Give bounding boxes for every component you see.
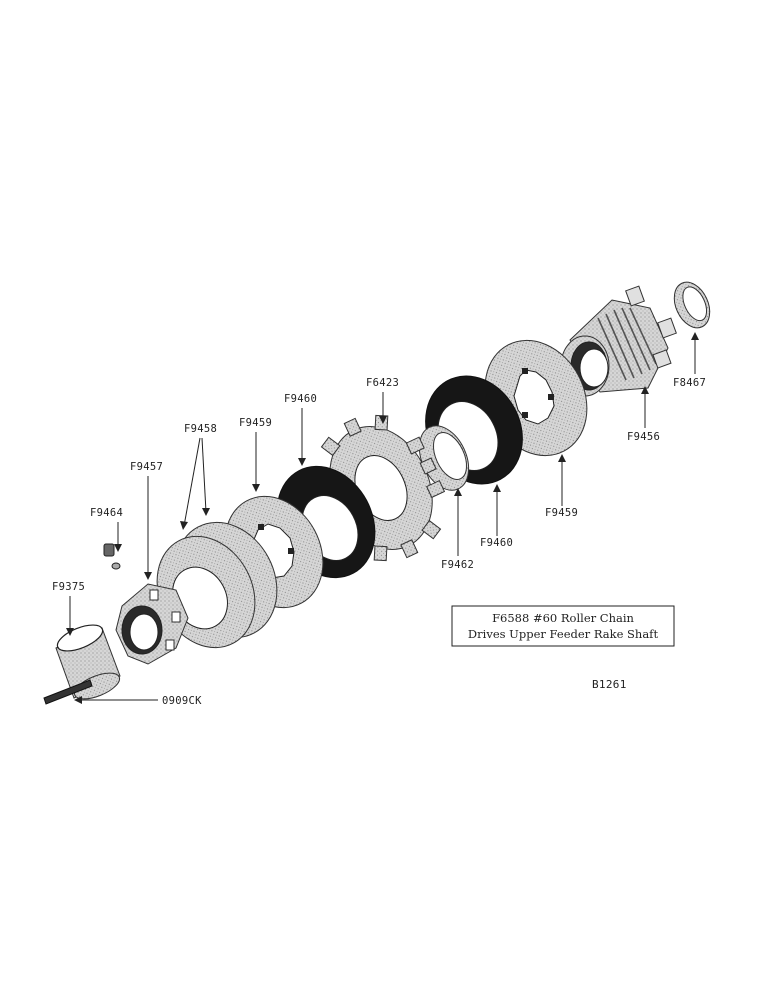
label-f9460-upper: F9460 bbox=[284, 393, 317, 405]
leader-lines bbox=[66, 332, 699, 704]
label-f9460-lower: F9460 bbox=[480, 537, 513, 549]
label-f8467: F8467 bbox=[673, 377, 706, 389]
label-f6423: F6423 bbox=[366, 377, 399, 389]
label-f9457: F9457 bbox=[130, 461, 163, 473]
note-line-1: F6588 #60 Roller Chain bbox=[492, 611, 634, 625]
label-f9458: F9458 bbox=[184, 423, 217, 435]
drawing-number: B1261 bbox=[592, 678, 627, 691]
label-f9462: F9462 bbox=[441, 559, 474, 571]
part-f9456-threaded-hub bbox=[560, 285, 677, 397]
label-f9456: F9456 bbox=[627, 431, 660, 443]
part-0909ck-key bbox=[43, 679, 93, 705]
part-f9457-castle-nut bbox=[115, 583, 189, 665]
label-f9459-left: F9459 bbox=[239, 417, 272, 429]
part-f8467-ring bbox=[673, 281, 711, 329]
part-f9462-ring bbox=[418, 425, 470, 491]
label-f9375: F9375 bbox=[52, 581, 85, 593]
label-f9459-right: F9459 bbox=[545, 507, 578, 519]
part-f9375-bushing bbox=[55, 624, 121, 700]
note-box: F6588 #60 Roller Chain Drives Upper Feed… bbox=[451, 605, 675, 647]
label-0909ck: 0909CK bbox=[162, 695, 202, 707]
label-f9464: F9464 bbox=[90, 507, 123, 519]
part-f9464-set-screw bbox=[103, 543, 121, 570]
part-labels: F8467 F9456 F9459 F9460 F9462 F6423 F946… bbox=[52, 377, 706, 707]
note-line-2: Drives Upper Feeder Rake Shaft bbox=[468, 627, 659, 641]
